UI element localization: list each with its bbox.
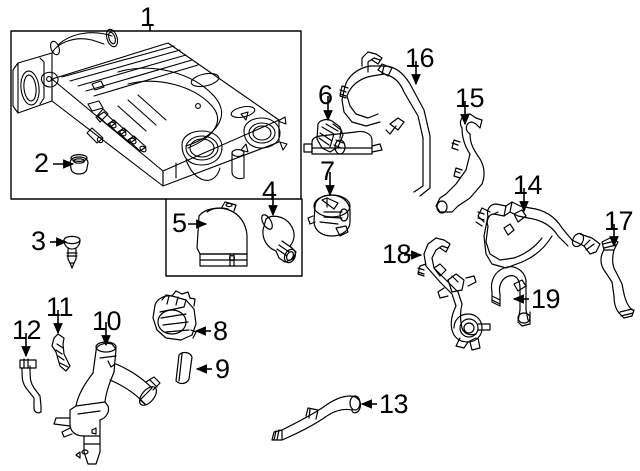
callout-label-19: 19 bbox=[531, 284, 561, 314]
callout-label-12: 12 bbox=[12, 315, 42, 345]
callout-label-2: 2 bbox=[34, 148, 49, 178]
part-1-intercooler bbox=[12, 28, 288, 187]
part-8-thermostat-housing bbox=[152, 290, 197, 341]
part-4-charge-air-hose bbox=[261, 214, 297, 264]
part-5-air-duct-elbow bbox=[196, 201, 248, 267]
group-box-main bbox=[10, 30, 302, 200]
part-9-seal bbox=[175, 351, 193, 385]
callout-label-6: 6 bbox=[318, 80, 333, 110]
group-box-inner bbox=[165, 198, 303, 277]
callout-label-7: 7 bbox=[320, 156, 335, 186]
part-12-vent-hose bbox=[19, 358, 42, 414]
callout-label-3: 3 bbox=[31, 226, 46, 256]
part-19-short-hose bbox=[490, 266, 531, 327]
callout-label-13: 13 bbox=[379, 389, 409, 419]
callout-label-14: 14 bbox=[513, 170, 543, 200]
callout-label-17: 17 bbox=[604, 206, 634, 236]
callout-label-15: 15 bbox=[455, 83, 485, 113]
part-16-coolant-hose-upper bbox=[303, 51, 431, 197]
part-11-sensor-probe bbox=[51, 333, 71, 372]
part-15-coolant-branch bbox=[435, 113, 485, 214]
callout-label-10: 10 bbox=[92, 306, 122, 336]
callout-label-11: 11 bbox=[46, 292, 74, 322]
callout-label-4: 4 bbox=[262, 176, 277, 206]
part-10-coolant-manifold bbox=[53, 341, 161, 465]
callout-label-8: 8 bbox=[213, 316, 228, 346]
part-18-coolant-line bbox=[417, 237, 491, 351]
callout-label-16: 16 bbox=[405, 43, 435, 73]
callout-label-1: 1 bbox=[140, 2, 155, 32]
part-13-coolant-hose-lower bbox=[271, 395, 362, 441]
callout-label-5: 5 bbox=[172, 208, 187, 238]
part-14-coolant-hose-right bbox=[475, 201, 601, 269]
callout-label-18: 18 bbox=[382, 239, 412, 269]
callout-label-9: 9 bbox=[215, 354, 230, 384]
